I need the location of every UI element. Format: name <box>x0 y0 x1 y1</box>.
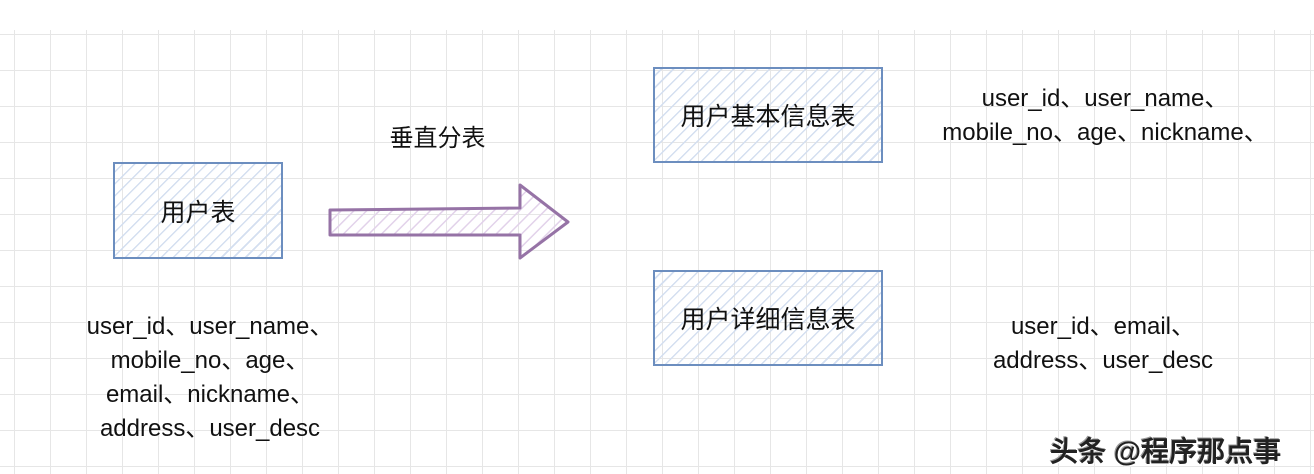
basic-table-fields: user_id、user_name、 mobile_no、age、nicknam… <box>905 82 1305 150</box>
basic-table-box[interactable]: 用户基本信息表 <box>653 67 883 163</box>
field-line: user_id、user_name、 <box>86 313 334 340</box>
detail-table-fields: user_id、email、 address、user_desc <box>953 310 1253 378</box>
field-line: address、user_desc <box>992 347 1214 374</box>
detail-table-box[interactable]: 用户详细信息表 <box>653 270 883 366</box>
field-line: user_id、user_name、 <box>981 85 1229 112</box>
source-table-box[interactable]: 用户表 <box>113 162 283 259</box>
basic-table-label: 用户基本信息表 <box>680 103 856 131</box>
field-line: user_id、email、 <box>1010 313 1196 340</box>
source-table-label: 用户表 <box>160 198 236 227</box>
field-line: email、nickname、 <box>105 381 315 408</box>
detail-table-label: 用户详细信息表 <box>680 306 856 334</box>
arrow-label: 垂直分表 <box>389 125 486 152</box>
field-line: address、user_desc <box>99 415 321 442</box>
source-table-fields: user_id、user_name、 mobile_no、age、 email、… <box>60 310 360 446</box>
field-line: mobile_no、age、nickname、 <box>942 119 1268 146</box>
right-arrow-icon <box>328 183 570 260</box>
field-line: mobile_no、age、 <box>110 347 310 374</box>
watermark: 头条 @程序那点事 <box>1050 436 1282 467</box>
top-band <box>0 0 1314 30</box>
